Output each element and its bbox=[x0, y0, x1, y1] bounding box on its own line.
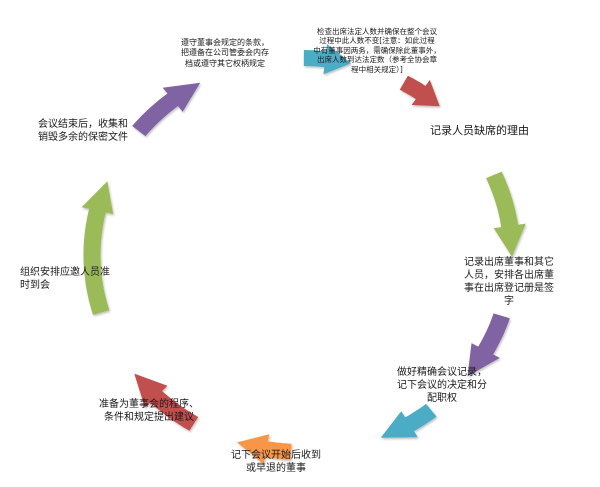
step-4-line-3: 事在出席登记册是签 bbox=[464, 283, 554, 294]
step-9-collect-destroy-documents: 会议结束后，收集和 销毁多余的保密文件 bbox=[28, 118, 138, 144]
arrow-5-to-6 bbox=[380, 403, 437, 438]
arrow-4-to-5 bbox=[467, 313, 510, 377]
arrow-layer bbox=[81, 44, 526, 465]
step-8-line-2: 时到会 bbox=[20, 280, 50, 291]
arrow-2-to-3 bbox=[399, 75, 440, 107]
step-3-line-1: 记录人员缺席的理由 bbox=[430, 124, 529, 137]
step-5-take-minutes: 做好精确会议记录， 记下会议的决定和分 配职权 bbox=[384, 366, 500, 405]
step-4-line-2: 人员，安排各出席董 bbox=[464, 270, 554, 281]
step-7-line-2: 条件和规定提出建议 bbox=[104, 412, 194, 423]
step-1-line-2: 把遵备在公司管委会内存 bbox=[181, 48, 269, 58]
arrow-1-to-2 bbox=[303, 44, 351, 75]
step-2-line-1: 检查出席法定人数并确保在整个会议 bbox=[317, 27, 437, 36]
step-5-line-3: 配职权 bbox=[427, 393, 457, 404]
step-1-line-1: 遵守董事会规定的条款， bbox=[181, 38, 269, 47]
step-4-record-attendance: 记录出席董事和其它 人员，安排各出席董 事在出席登记册是签 字 bbox=[458, 256, 560, 308]
step-6-line-2: 或早退的董事 bbox=[246, 463, 306, 474]
step-5-line-1: 做好精确会议记录， bbox=[397, 367, 487, 378]
step-2-line-5: 程中相关规定）] bbox=[351, 64, 403, 74]
step-6-record-late-early: 记下会议开始后收到 或早退的董事 bbox=[210, 449, 342, 475]
step-7-line-1: 准备为董事会的程序、 bbox=[99, 399, 199, 410]
step-9-line-2: 销毁多余的保密文件 bbox=[38, 132, 128, 143]
arrow-7-to-8 bbox=[134, 373, 199, 431]
step-4-line-1: 记录出席董事和其它 bbox=[464, 257, 554, 268]
step-8-arrange-invitees: 组织安排应邀人员准 时到会 bbox=[20, 266, 120, 292]
step-3-record-absence-reasons: 记录人员缺席的理由 bbox=[430, 124, 590, 138]
step-8-line-1: 组织安排应邀人员准 bbox=[20, 267, 110, 278]
step-2-line-3: 中有董事因两务，需确保除此董事外， bbox=[313, 45, 441, 55]
step-1-line-3: 档或遵守其它权柄规定 bbox=[185, 58, 265, 68]
step-6-line-1: 记下会议开始后收到 bbox=[231, 450, 321, 461]
step-4-line-4: 字 bbox=[504, 296, 514, 307]
step-2-line-4: 出席人数到达法定数（参考全协会章 bbox=[317, 55, 437, 65]
step-2-line-2: 过程中此人数不变[注意：如此过程 bbox=[319, 36, 435, 46]
arrow-3-to-4 bbox=[486, 171, 526, 257]
step-9-line-1: 会议结束后，收集和 bbox=[38, 119, 128, 130]
step-7-prepare-recommendations: 准备为董事会的程序、 条件和规定提出建议 bbox=[84, 398, 214, 424]
step-1-comply-board-rules: 遵守董事会规定的条款， 把遵备在公司管委会内存 档或遵守其它权柄规定 bbox=[176, 38, 274, 69]
step-5-line-2: 记下会议的决定和分 bbox=[397, 380, 487, 391]
arrow-8-to-9 bbox=[81, 181, 114, 315]
step-2-check-quorum: 检查出席法定人数并确保在整个会议 过程中此人数不变[注意：如此过程 中有董事因两… bbox=[298, 27, 456, 74]
arrow-6-to-7 bbox=[237, 434, 292, 465]
arrow-9-to-1 bbox=[132, 82, 201, 137]
